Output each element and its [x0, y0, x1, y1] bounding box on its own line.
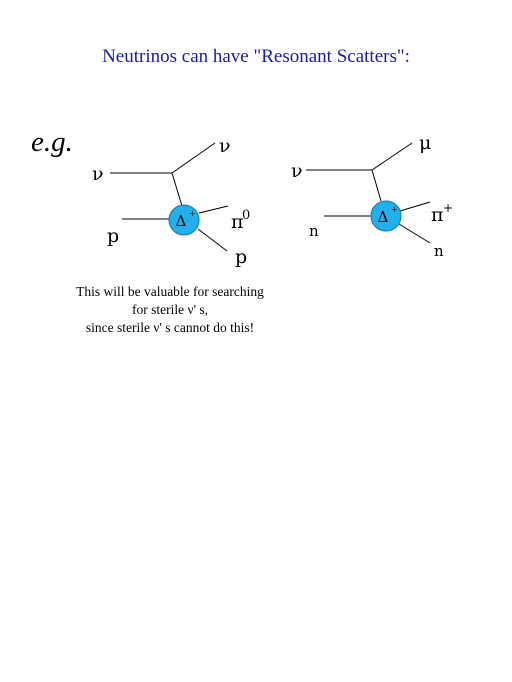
right-outgoing-neutron-label: n [434, 242, 444, 260]
right-pion-out-line [399, 201, 431, 212]
left-incoming-neutrino-label: ν [92, 163, 104, 185]
right-outgoing-muon-label: μ [419, 132, 431, 154]
left-pion-charge: 0 [242, 208, 250, 223]
right-boson-line [371, 169, 382, 202]
caption-line-1: This will be valuable for searching [76, 284, 264, 299]
left-delta-charge: + [189, 209, 196, 218]
left-target-proton-label: p [107, 225, 119, 247]
left-pion-label: π [231, 211, 244, 233]
right-pion-charge: + [443, 201, 453, 215]
left-outgoing-proton-label: p [235, 246, 247, 268]
left-outgoing-neutrino-label: ν [219, 135, 231, 157]
right-pion-label: π [431, 204, 444, 226]
left-boson-line [171, 172, 183, 207]
left-pion-out-line [198, 205, 229, 214]
right-delta-charge: + [391, 205, 398, 214]
slide-title: Neutrinos can have "Resonant Scatters": [102, 46, 410, 67]
left-delta-symbol: Δ [176, 212, 187, 230]
left-feynman-diagram: Δ + ν ν p π 0 p [92, 135, 250, 268]
caption-line-3: since sterile ν' s cannot do this! [85, 320, 255, 335]
caption-line-2: for sterile ν' s, [131, 302, 209, 317]
left-delta-resonance [168, 204, 200, 236]
right-feynman-diagram: Δ + ν μ n π + n [291, 132, 453, 260]
right-neutron-out-line [398, 223, 431, 244]
caption: This will be valuable for searching for … [40, 283, 300, 337]
left-proton-out-line [197, 228, 228, 252]
right-delta-symbol: Δ [378, 208, 389, 226]
example-label: e.g. [31, 126, 73, 158]
right-incoming-neutrino-label: ν [291, 160, 303, 182]
right-outgoing-muon-line [371, 142, 413, 171]
right-target-neutron-label: n [309, 222, 319, 240]
left-outgoing-neutrino-line [171, 142, 216, 174]
right-delta-resonance [370, 200, 402, 232]
